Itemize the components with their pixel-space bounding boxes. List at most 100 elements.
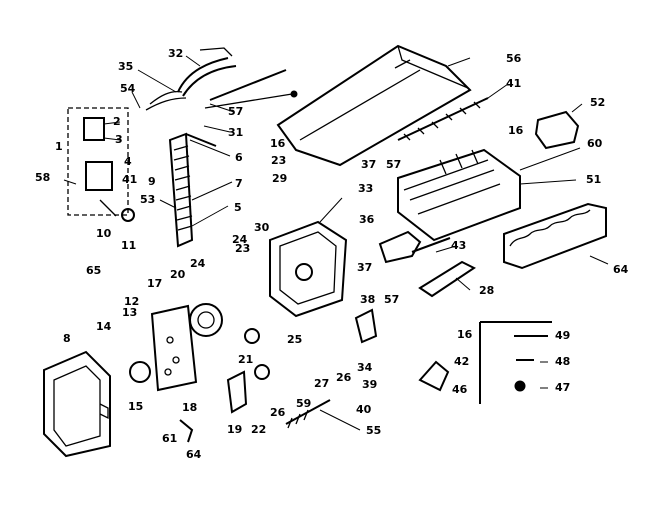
callout-41a: 41 xyxy=(506,77,522,90)
callout-29: 29 xyxy=(272,172,288,185)
valve-part xyxy=(418,360,450,392)
switch-part xyxy=(83,117,135,222)
callout-57b: 57 xyxy=(384,293,400,306)
callout-42: 42 xyxy=(454,355,470,368)
callout-18: 18 xyxy=(182,401,198,414)
callout-3: 3 xyxy=(115,133,123,146)
callout-32: 32 xyxy=(168,47,184,60)
callout-19: 19 xyxy=(227,423,243,436)
bracket-outline xyxy=(67,107,129,216)
callout-49: 49 xyxy=(555,329,571,342)
callout-33: 33 xyxy=(358,182,374,195)
callout-7: 7 xyxy=(235,177,243,190)
callout-16a: 16 xyxy=(270,137,286,150)
callout-61: 61 xyxy=(162,432,178,445)
callout-20: 20 xyxy=(170,268,186,281)
callout-6: 6 xyxy=(235,151,243,164)
callout-64a: 64 xyxy=(613,263,629,276)
callout-23a: 23 xyxy=(271,154,287,167)
switch-38-part xyxy=(354,308,378,344)
callout-16b: 16 xyxy=(508,124,524,137)
screw-61-part xyxy=(179,419,194,443)
cord-part-2 xyxy=(204,93,293,109)
callout-34: 34 xyxy=(357,361,373,374)
callout-40: 40 xyxy=(356,403,372,416)
callout-10: 10 xyxy=(96,227,112,240)
callout-58: 58 xyxy=(35,171,51,184)
wire-harness-part xyxy=(145,47,237,111)
callout-43: 43 xyxy=(451,239,467,252)
leader-lines xyxy=(63,55,609,431)
callout-2: 2 xyxy=(113,115,121,128)
callout-26b: 26 xyxy=(270,406,286,419)
callout-24b: 24 xyxy=(190,257,206,270)
gear-part xyxy=(129,361,151,383)
motor-shaft xyxy=(197,311,215,329)
callout-26a: 26 xyxy=(336,371,352,384)
heater-part xyxy=(168,132,217,248)
callout-24a: 24 xyxy=(232,233,248,246)
callout-30: 30 xyxy=(254,221,270,234)
callout-16c: 16 xyxy=(457,328,473,341)
callout-59: 59 xyxy=(296,397,312,410)
gear-21-part xyxy=(244,328,260,344)
callout-17: 17 xyxy=(147,277,163,290)
callout-14: 14 xyxy=(96,320,112,333)
front-cover-part xyxy=(43,350,111,458)
callout-52: 52 xyxy=(590,96,606,109)
callout-27: 27 xyxy=(314,377,330,390)
cover-part xyxy=(276,44,472,167)
callout-31: 31 xyxy=(228,126,244,139)
callout-57c: 57 xyxy=(386,158,402,171)
callout-37a: 37 xyxy=(357,261,373,274)
callout-57a: 57 xyxy=(228,105,244,118)
ejector-teeth xyxy=(403,101,481,141)
callout-37b: 37 xyxy=(361,158,377,171)
callout-36: 36 xyxy=(359,213,375,226)
callout-51: 51 xyxy=(586,173,602,186)
callout-48: 48 xyxy=(555,355,571,368)
fill-tube-part xyxy=(411,237,451,253)
callout-54: 54 xyxy=(120,82,136,95)
callout-46: 46 xyxy=(452,383,468,396)
thermostat-part xyxy=(534,110,580,150)
callout-55: 55 xyxy=(366,424,382,437)
callout-11: 11 xyxy=(121,239,137,252)
ejector-part xyxy=(397,97,489,141)
callout-13: 13 xyxy=(122,306,138,319)
callout-64b: 64 xyxy=(186,448,202,461)
callout-1: 1 xyxy=(55,140,63,153)
fill-cup-part xyxy=(378,230,422,264)
callout-12: 12 xyxy=(124,295,140,308)
callout-21: 21 xyxy=(238,353,254,366)
callout-28: 28 xyxy=(479,284,495,297)
motor-part xyxy=(189,303,223,337)
cord-part xyxy=(209,69,287,101)
screw-part xyxy=(290,90,298,98)
mounting-plate-part xyxy=(150,304,198,392)
shutoff-arm-part xyxy=(285,399,331,425)
callout-25: 25 xyxy=(287,333,303,346)
callout-60: 60 xyxy=(587,137,603,150)
callout-39: 39 xyxy=(362,378,378,391)
mold-part xyxy=(397,148,521,242)
lever-part xyxy=(226,370,248,414)
shutoff-arm-teeth xyxy=(287,409,309,429)
callout-47: 47 xyxy=(555,381,571,394)
stripper-part xyxy=(503,202,607,270)
callout-56: 56 xyxy=(506,52,522,65)
callout-23b: 23 xyxy=(235,242,251,255)
callout-15: 15 xyxy=(128,400,144,413)
bracket-28-part xyxy=(418,260,476,298)
callout-53: 53 xyxy=(140,193,156,206)
callout-9: 9 xyxy=(148,175,156,188)
callout-4: 4 xyxy=(124,155,132,168)
housing-part xyxy=(269,220,348,318)
callout-38: 38 xyxy=(360,293,376,306)
callout-22: 22 xyxy=(251,423,267,436)
cam-part xyxy=(254,364,270,380)
callout-5: 5 xyxy=(234,201,242,214)
nut-47-part xyxy=(514,380,526,392)
